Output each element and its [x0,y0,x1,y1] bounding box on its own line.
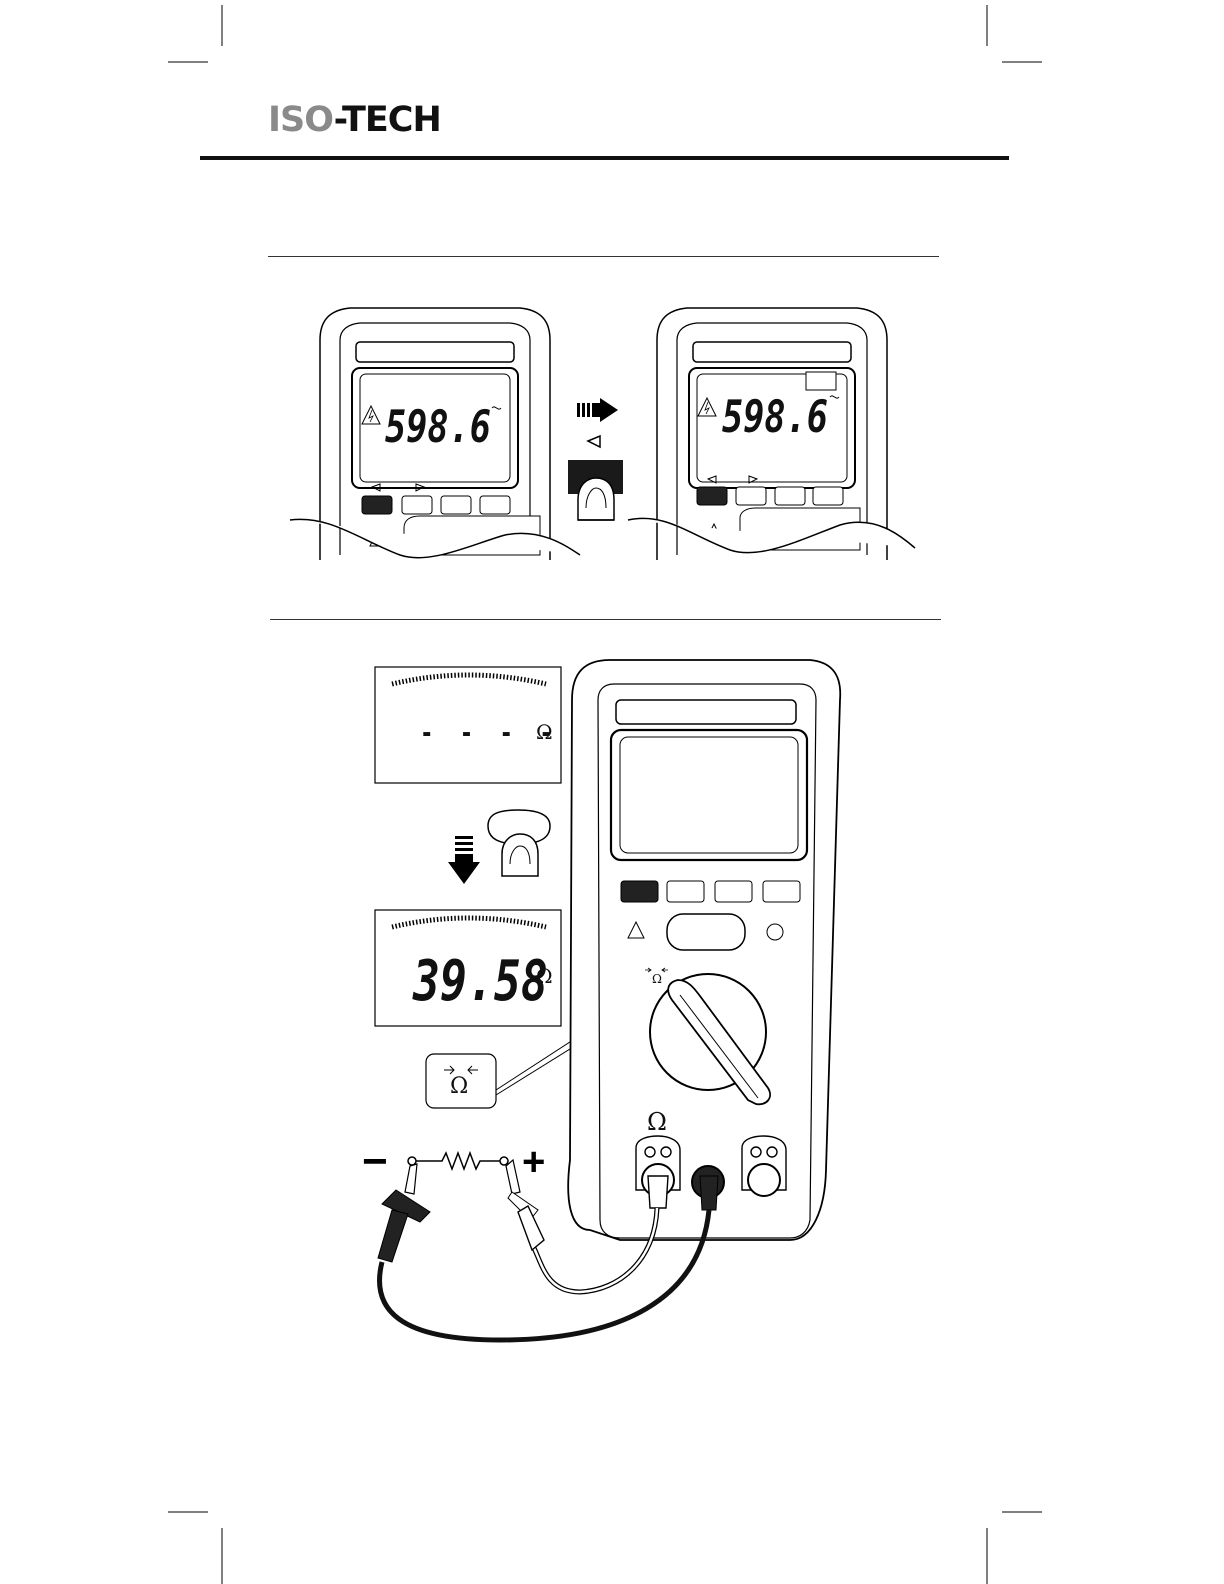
finger-press-icon-2 [488,810,550,876]
test-leads [378,1160,718,1340]
lcd-measure-unit: Ω [536,964,553,988]
arrow-down-icon [448,836,480,884]
lcd-measure-reading: 39.58 [413,954,548,1010]
inset-ohm-label: Ω [450,1074,468,1099]
resistor-symbol [408,1153,508,1169]
meter-main [568,660,840,1240]
dial-ohm-label: Ω [652,972,662,986]
lcd-idle-unit: Ω [536,720,553,744]
polarity-plus: + [522,1142,545,1182]
polarity-minus: − [362,1140,388,1184]
terminal-ohm-label: Ω [647,1108,667,1136]
